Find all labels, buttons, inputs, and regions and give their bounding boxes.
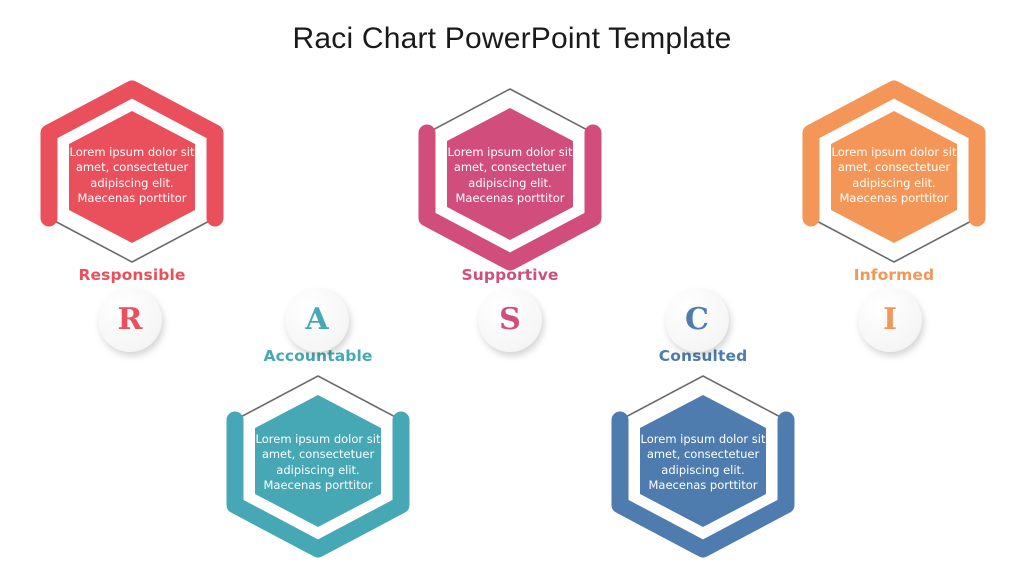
- letter-badge-consulted[interactable]: C: [665, 288, 729, 352]
- accent-stroke-path: [226, 411, 410, 558]
- accent-stroke-path: [611, 411, 795, 558]
- hexagon-svg: [40, 80, 224, 263]
- letter-badge-informed[interactable]: I: [858, 288, 922, 352]
- role-label-responsible: Responsible: [78, 266, 186, 284]
- page-title: Raci Chart PowerPoint Template: [292, 22, 732, 55]
- hexagon-svg: [226, 375, 410, 558]
- inner-fill-path: [640, 395, 766, 527]
- hexagon-svg: [611, 375, 795, 558]
- raci-node-supportive[interactable]: Lorem ipsum dolor sit amet, consectetuer…: [405, 88, 615, 284]
- role-label-consulted: Consulted: [658, 347, 748, 365]
- role-label-accountable: Accountable: [263, 347, 373, 365]
- badge-letter-s: S: [499, 302, 521, 337]
- badge-letter-a: A: [305, 302, 329, 337]
- letter-badge-accountable[interactable]: A: [285, 288, 349, 352]
- hexagon-graphic-informed: Lorem ipsum dolor sit amet, consectetuer…: [789, 80, 999, 263]
- hexagon-svg: [418, 88, 602, 271]
- badge-letter-r: R: [117, 302, 143, 337]
- inner-fill-path: [447, 108, 573, 240]
- hexagon-graphic-accountable: Lorem ipsum dolor sit amet, consectetuer…: [213, 375, 423, 558]
- role-label-supportive: Supportive: [461, 266, 559, 284]
- inner-fill-path: [69, 111, 195, 243]
- inner-fill-path: [831, 111, 957, 243]
- raci-node-responsible[interactable]: Lorem ipsum dolor sit amet, consectetuer…: [27, 80, 237, 284]
- letter-badge-supportive[interactable]: S: [478, 288, 542, 352]
- raci-node-accountable[interactable]: Lorem ipsum dolor sit amet, consectetuer…: [213, 347, 423, 558]
- accent-stroke-path: [40, 80, 224, 227]
- hexagon-graphic-responsible: Lorem ipsum dolor sit amet, consectetuer…: [27, 80, 237, 263]
- hexagon-svg: [802, 80, 986, 263]
- raci-node-consulted[interactable]: Lorem ipsum dolor sit amet, consectetuer…: [598, 347, 808, 558]
- badge-letter-c: C: [685, 302, 709, 337]
- accent-stroke-path: [418, 124, 602, 271]
- accent-stroke-path: [802, 80, 986, 227]
- letter-badge-responsible[interactable]: R: [98, 288, 162, 352]
- raci-node-informed[interactable]: Lorem ipsum dolor sit amet, consectetuer…: [789, 80, 999, 284]
- inner-fill-path: [255, 395, 381, 527]
- role-label-informed: Informed: [853, 266, 935, 284]
- hexagon-graphic-consulted: Lorem ipsum dolor sit amet, consectetuer…: [598, 375, 808, 558]
- hexagon-graphic-supportive: Lorem ipsum dolor sit amet, consectetuer…: [405, 88, 615, 271]
- badge-letter-i: I: [882, 302, 898, 337]
